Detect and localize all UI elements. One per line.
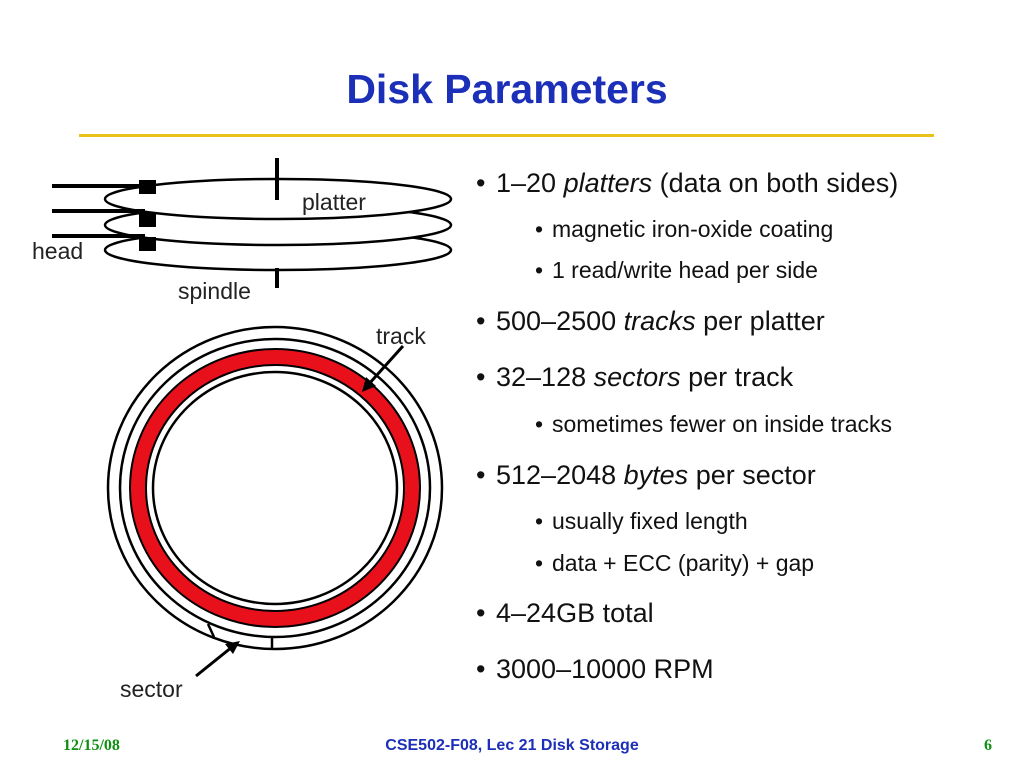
disk-diagram: platter head spindle track sector xyxy=(32,158,453,702)
read-write-heads xyxy=(139,180,156,251)
highlighted-track xyxy=(130,349,420,627)
bullet-list: •1–20 platters (data on both sides) •mag… xyxy=(476,168,899,684)
label-spindle: spindle xyxy=(178,278,251,304)
bullet-bytes: •512–2048 bytes per sector xyxy=(476,460,816,490)
bullet-platters: •1–20 platters (data on both sides) xyxy=(476,168,899,198)
title-underline xyxy=(79,134,934,137)
bullet-sectors: •32–128 sectors per track xyxy=(476,362,794,392)
sub-bullet-ecc: •data + ECC (parity) + gap xyxy=(535,550,815,576)
label-platter: platter xyxy=(302,189,366,215)
sub-bullet-fixed-length: •usually fixed length xyxy=(535,508,748,534)
sector-arrowhead xyxy=(225,641,240,654)
inner-track-ring xyxy=(151,370,399,606)
footer-page-number: 6 xyxy=(984,737,992,754)
footer-date: 12/15/08 xyxy=(63,737,120,754)
bullet-total: •4–24GB total xyxy=(476,598,654,628)
sub-bullet-fewer-inside: •sometimes fewer on inside tracks xyxy=(535,411,893,437)
sector-arrow xyxy=(195,645,233,678)
sector-boundary-left xyxy=(206,623,216,638)
bullet-tracks: •500–2500 tracks per platter xyxy=(476,306,825,336)
outer-edge-ring xyxy=(106,325,444,651)
track-arrowhead xyxy=(362,377,376,392)
sub-bullet-coating: •magnetic iron-oxide coating xyxy=(535,216,834,242)
label-sector: sector xyxy=(120,676,183,702)
track-arrow xyxy=(366,344,405,387)
sub-bullet-head-per-side: •1 read/write head per side xyxy=(535,257,818,283)
bullet-rpm: •3000–10000 RPM xyxy=(476,654,714,684)
label-head: head xyxy=(32,238,83,264)
label-track: track xyxy=(376,323,426,349)
platter-top-view xyxy=(106,325,444,651)
track-outer-border xyxy=(129,348,421,628)
footer-course: CSE502-F08, Lec 21 Disk Storage xyxy=(385,737,639,754)
slide-title: Disk Parameters xyxy=(346,66,668,112)
outer-track-ring xyxy=(118,337,432,639)
track-inner-border xyxy=(145,364,405,612)
head-arms xyxy=(52,184,145,238)
